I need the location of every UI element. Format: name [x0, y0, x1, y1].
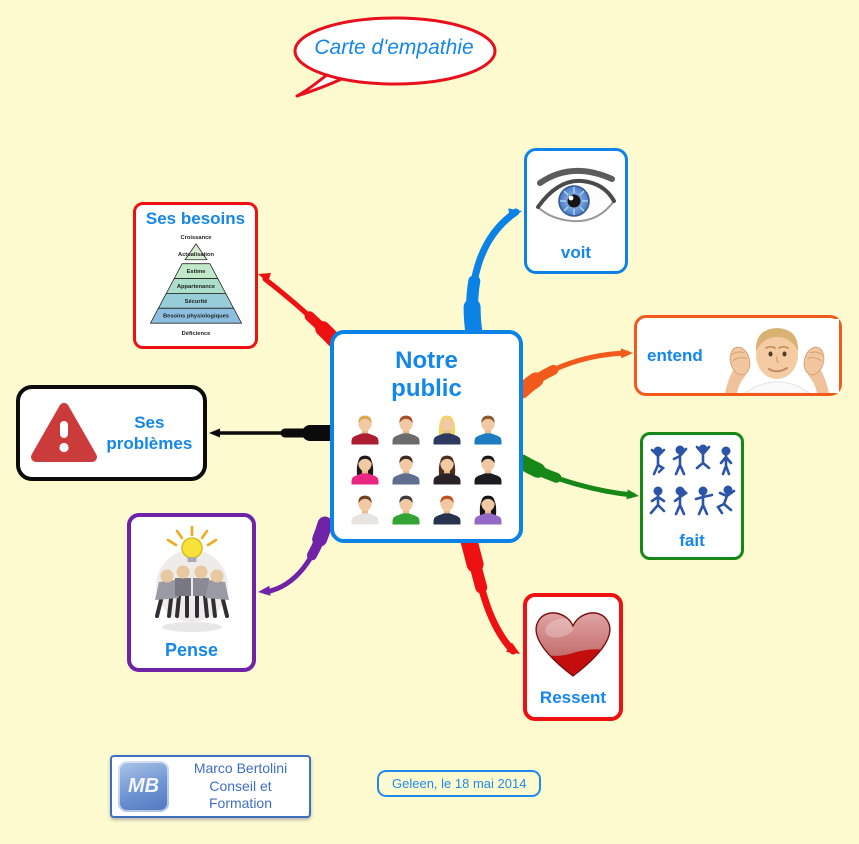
avatar	[392, 495, 420, 525]
action-figures-image	[649, 444, 736, 515]
avatar	[392, 455, 420, 485]
heart-icon	[535, 611, 611, 677]
author-logo[interactable]: MB Marco Bertolini Conseil et Formation	[110, 755, 311, 818]
node-entend[interactable]: entend	[634, 315, 842, 396]
node-label: Notre public	[391, 347, 462, 402]
svg-text:Appartenance: Appartenance	[176, 284, 214, 290]
listening-boy-image	[715, 318, 839, 393]
maslow-pyramid-image: Croissance Actualisation Estime Apparten…	[149, 235, 242, 337]
node-label: fait	[679, 531, 705, 551]
node-ressent[interactable]: Ressent	[523, 593, 623, 721]
mb-monogram: MB	[118, 761, 169, 812]
avatar	[351, 415, 379, 445]
node-label: Ses problèmes	[106, 412, 193, 453]
node-label: Pense	[164, 639, 219, 660]
date-note[interactable]: Geleen, le 18 mai 2014	[377, 770, 542, 797]
node-notre-public[interactable]: Notre public	[330, 330, 523, 543]
avatar	[474, 495, 502, 525]
svg-text:Actualisation: Actualisation	[177, 252, 214, 258]
avatar	[351, 495, 379, 525]
avatar	[433, 495, 461, 525]
avatar	[351, 455, 379, 485]
avatar	[433, 455, 461, 485]
node-ses-besoins[interactable]: Ses besoins Croissance Actualisation Est…	[133, 202, 258, 349]
date-text: Geleen, le 18 mai 2014	[392, 776, 527, 791]
avatar	[433, 415, 461, 445]
speech-bubble-shape	[293, 16, 497, 98]
svg-text:Déficience: Déficience	[181, 331, 210, 337]
svg-text:Sécurité: Sécurité	[184, 299, 207, 305]
author-name: Marco Bertolini Conseil et Formation	[193, 760, 288, 812]
warning-triangle-icon	[30, 403, 97, 462]
node-pense[interactable]: Pense	[127, 513, 256, 672]
eye-icon	[536, 168, 616, 223]
svg-text:Besoins physiologiques: Besoins physiologiques	[163, 314, 229, 320]
title-bubble[interactable]: Carte d'empathie	[290, 12, 504, 104]
audience-avatars-image	[348, 412, 505, 526]
node-fait[interactable]: fait	[640, 432, 744, 560]
svg-text:Estime: Estime	[186, 269, 205, 275]
node-label: voit	[560, 242, 592, 262]
avatar	[392, 415, 420, 445]
team-idea-image	[154, 526, 229, 633]
avatar	[474, 415, 502, 445]
node-label: Ressent	[539, 688, 607, 708]
node-voit[interactable]: voit	[524, 148, 628, 274]
node-ses-problemes[interactable]: Ses problèmes	[16, 385, 207, 481]
node-label: entend	[647, 345, 703, 365]
node-label: Ses besoins	[145, 209, 246, 228]
avatar	[474, 455, 502, 485]
map-title: Carte d'empathie	[314, 36, 474, 59]
svg-text:Croissance: Croissance	[180, 235, 211, 241]
